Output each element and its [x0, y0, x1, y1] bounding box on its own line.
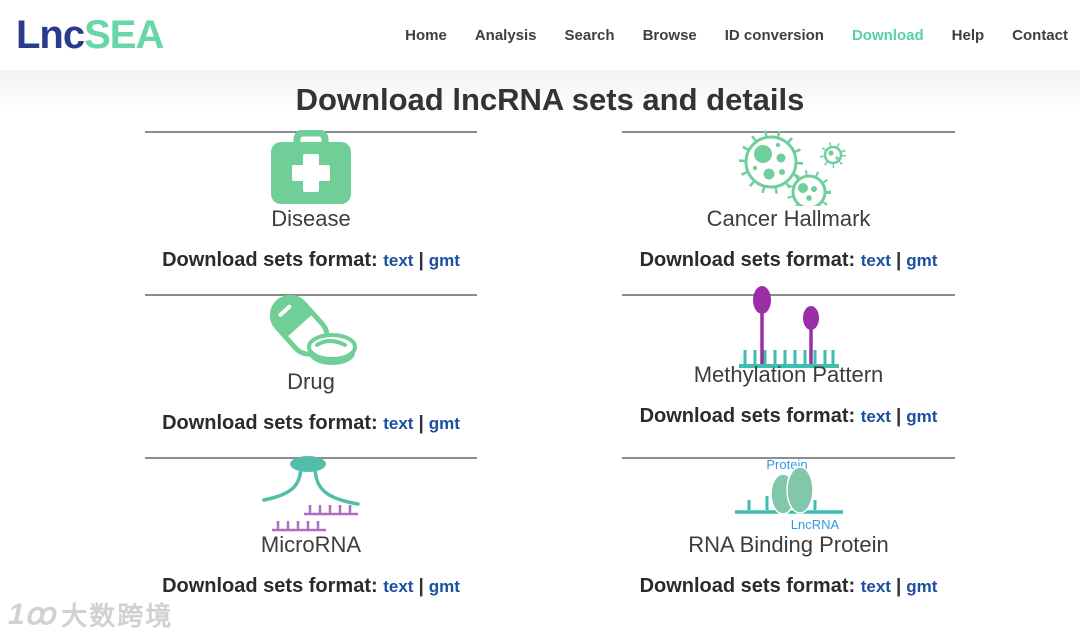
nav-item-home[interactable]: Home [405, 26, 447, 44]
nav-item-help[interactable]: Help [951, 26, 985, 44]
nav-item-download[interactable]: Download [851, 26, 924, 44]
download-text-link[interactable]: text [860, 407, 891, 426]
format-label: Download sets format: [639, 575, 856, 597]
page-title: Download lncRNA sets and details [295, 82, 805, 117]
main-content: Download lncRNA sets and details Disease… [0, 70, 1080, 637]
format-label: Download sets format: [639, 249, 856, 271]
card-label: RNA Binding Protein [688, 532, 889, 557]
download-text-link[interactable]: text [383, 414, 414, 433]
card-label: Cancer Hallmark [706, 206, 871, 231]
format-separator: | [418, 576, 424, 597]
download-text-link[interactable]: text [860, 577, 891, 596]
format-separator: | [895, 406, 902, 427]
format-separator: | [418, 413, 424, 434]
card-divider [145, 294, 477, 296]
lncrna-label: LncRNA [790, 517, 839, 532]
card-label: Disease [271, 206, 351, 231]
nav-item-browse[interactable]: Browse [642, 26, 697, 44]
category-grid: Disease Download sets format: text|gmt [145, 130, 955, 620]
card-label: Methylation Pattern [693, 362, 884, 387]
card-divider [622, 294, 955, 296]
card-divider [622, 131, 955, 133]
nav-item-search[interactable]: Search [564, 26, 615, 44]
methylation-icon [622, 286, 955, 368]
card-label: Drug [287, 369, 335, 394]
nav-item-analysis[interactable]: Analysis [474, 26, 537, 44]
nav-menu: Home Analysis Search Browse ID conversio… [405, 27, 1068, 44]
format-label: Download sets format: [639, 405, 856, 427]
logo-suffix: SEA [84, 13, 164, 57]
mirna-hairpin-icon [145, 456, 477, 532]
card-divider [622, 457, 955, 459]
format-label: Download sets format: [162, 412, 378, 434]
card-format-line: Download sets format: text|gmt [145, 571, 477, 602]
download-gmt-link[interactable]: gmt [428, 577, 460, 596]
card-format-line: Download sets format: text|gmt [145, 245, 477, 276]
nav-item-id-conversion[interactable]: ID conversion [724, 26, 824, 44]
format-separator: | [418, 250, 424, 271]
card-label: MicroRNA [260, 532, 362, 557]
download-text-link[interactable]: text [383, 577, 414, 596]
card-cancer-hallmark: Cancer Hallmark Download sets format: te… [622, 130, 955, 294]
download-gmt-link[interactable]: gmt [428, 251, 460, 270]
site-logo[interactable]: LncSEA [16, 13, 164, 57]
pills-icon [145, 293, 477, 369]
download-text-link[interactable]: text [860, 251, 891, 270]
format-separator: | [895, 576, 902, 597]
card-format-line: Download sets format: text|gmt [145, 408, 477, 439]
top-navbar: LncSEA Home Analysis Search Browse ID co… [0, 0, 1080, 70]
cancer-cells-icon [622, 130, 955, 206]
format-label: Download sets format: [162, 249, 378, 271]
download-text-link[interactable]: text [383, 251, 414, 270]
card-format-line: Download sets format: text|gmt [622, 571, 955, 602]
rna-binding-protein-icon: Protein LncRNA [622, 456, 955, 532]
format-separator: | [895, 250, 902, 271]
card-rna-binding-protein: Protein LncRNA RNA Binding Protein [622, 457, 955, 620]
download-gmt-link[interactable]: gmt [428, 414, 460, 433]
first-aid-kit-icon [145, 130, 477, 206]
download-gmt-link[interactable]: gmt [906, 407, 938, 426]
download-gmt-link[interactable]: gmt [906, 251, 938, 270]
card-microrna: MicroRNA Download sets format: text|gmt [145, 456, 477, 620]
card-drug: Drug Download sets format: text|gmt [145, 294, 477, 457]
watermark-logo-icon: 1ꝏ [8, 598, 56, 631]
logo-prefix: Lnc [16, 13, 85, 57]
card-format-line: Download sets format: text|gmt [622, 401, 955, 432]
download-gmt-link[interactable]: gmt [906, 577, 938, 596]
card-format-line: Download sets format: text|gmt [622, 245, 955, 276]
card-disease: Disease Download sets format: text|gmt [145, 130, 477, 294]
format-label: Download sets format: [162, 575, 378, 597]
card-methylation-pattern: Methylation Pattern Download sets format… [622, 286, 955, 457]
nav-item-contact[interactable]: Contact [1012, 26, 1068, 44]
